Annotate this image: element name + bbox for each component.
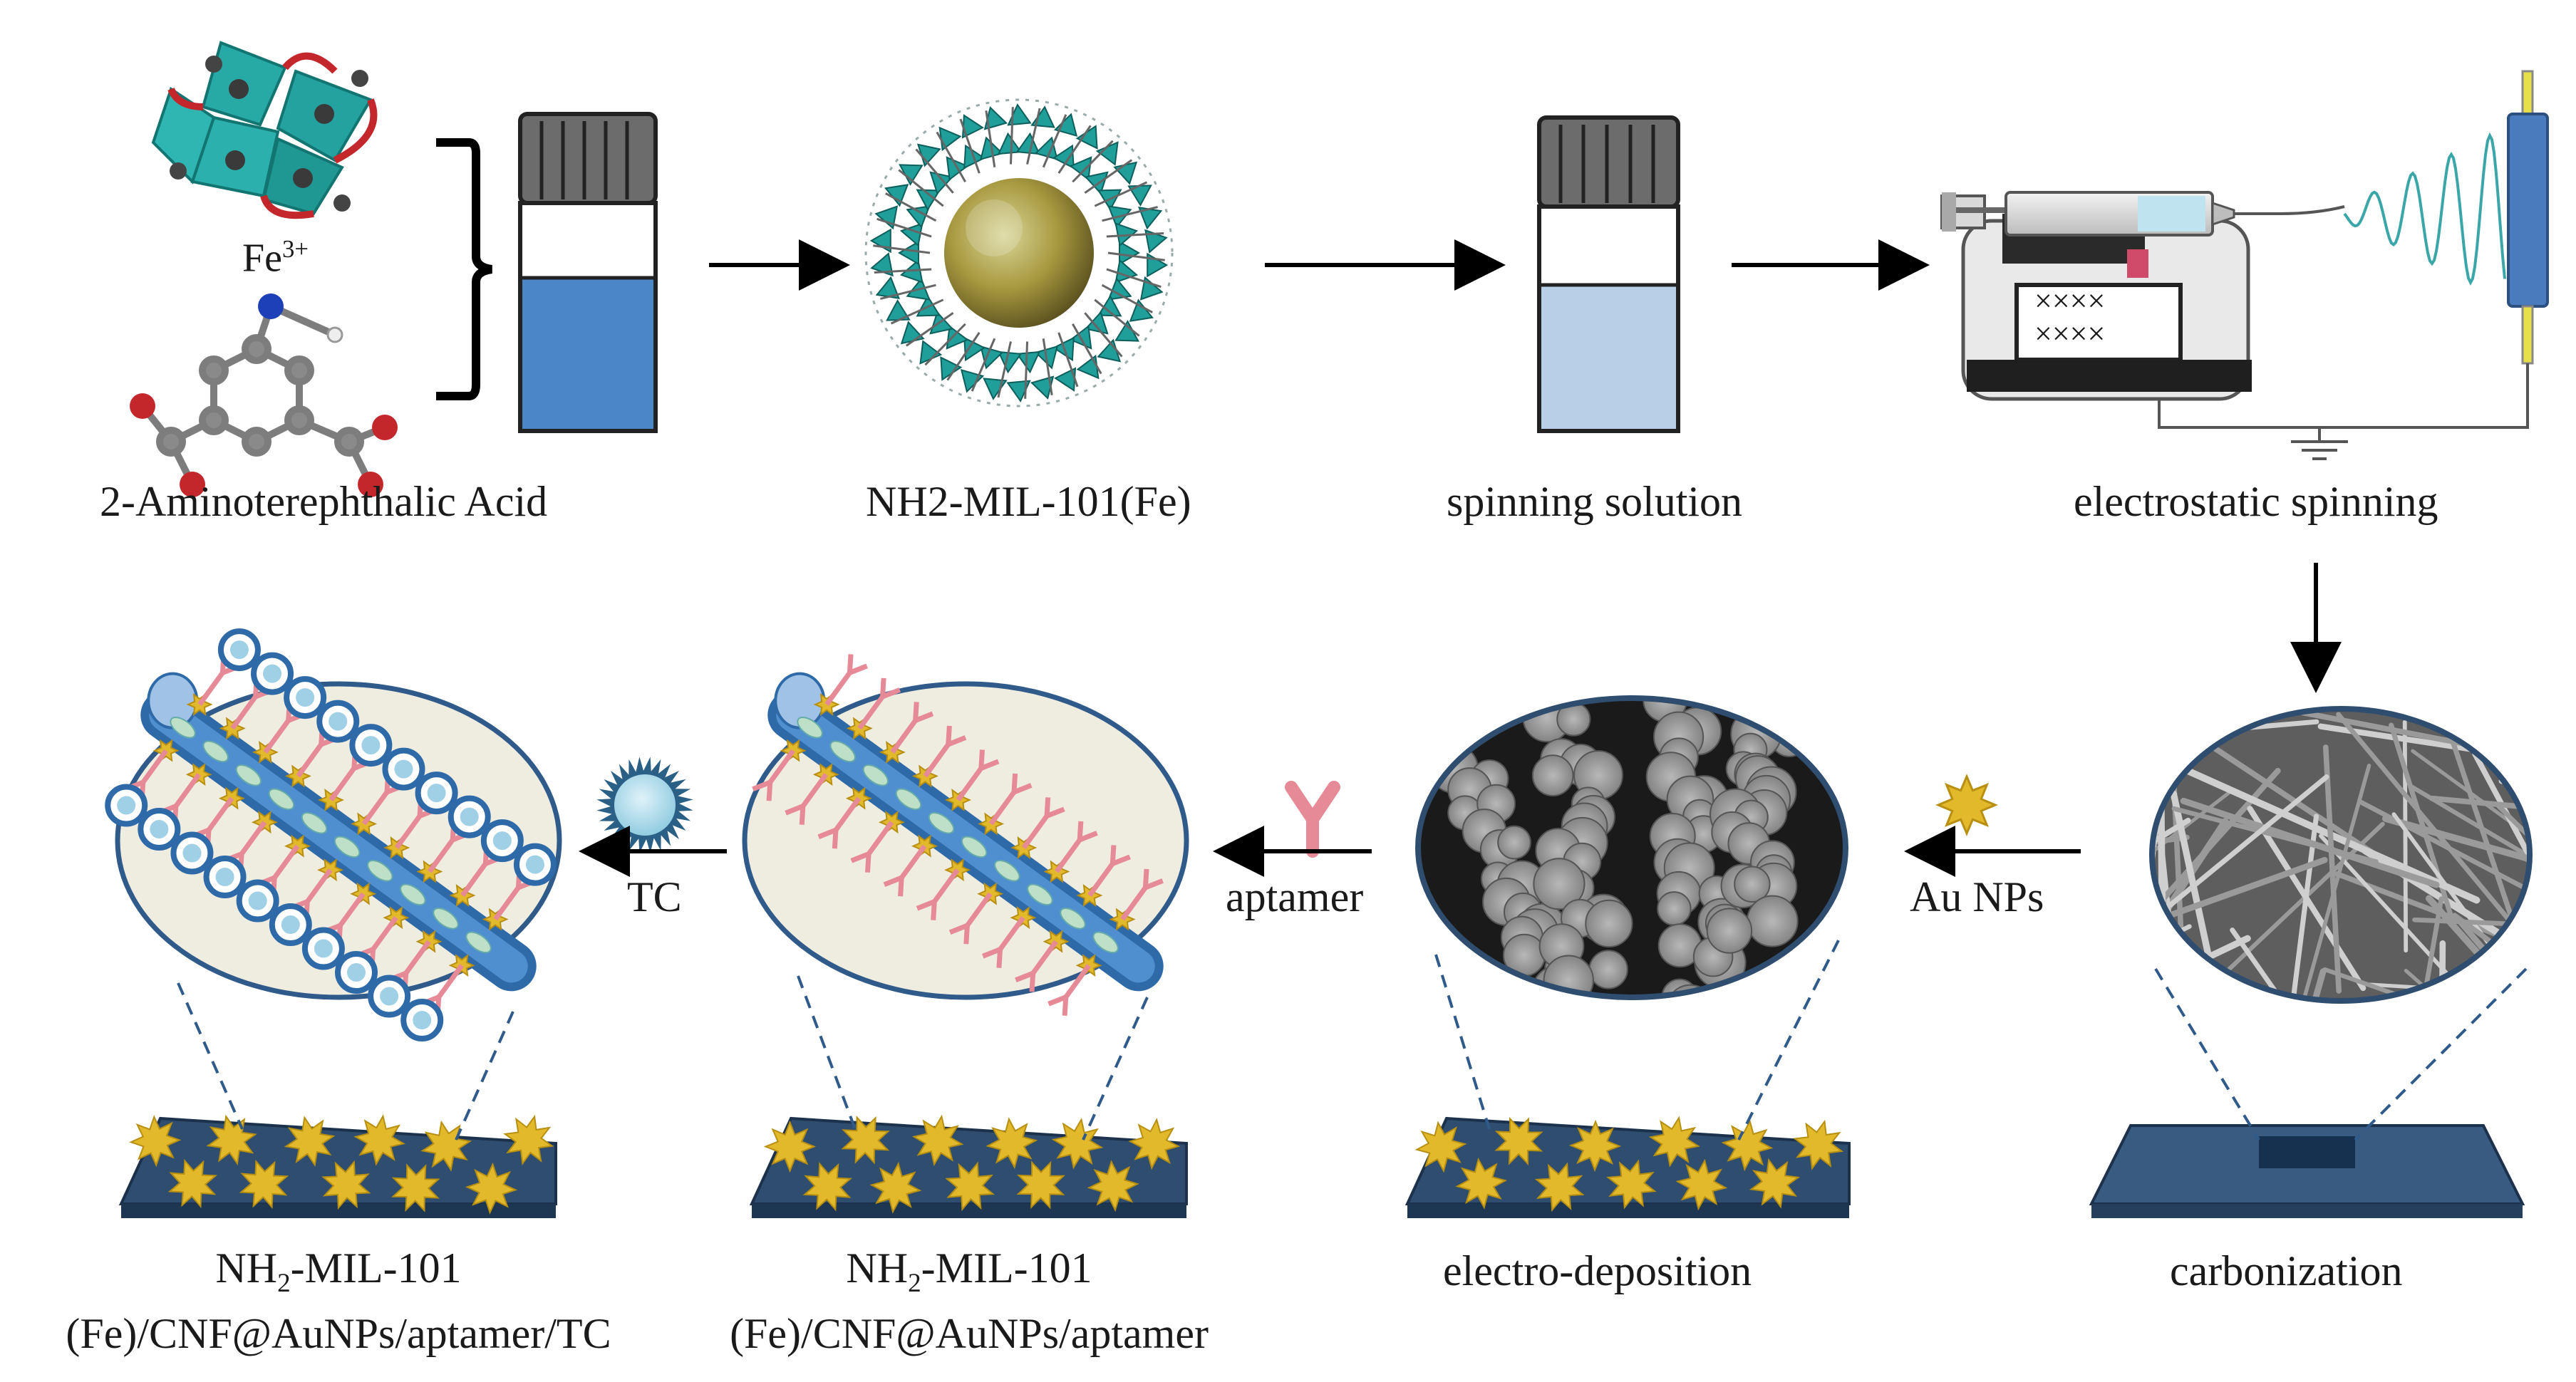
- tc-product-panel: [105, 628, 562, 1218]
- tc-molecule-icon: [596, 757, 693, 853]
- precursor-liquid: [522, 278, 653, 429]
- gold-stars-substrate: [763, 1114, 1181, 1214]
- spinning-solution-label: spinning solution: [1447, 478, 1743, 525]
- functionalized-fiber: [752, 654, 1164, 1016]
- grouping-bracket: [436, 138, 493, 400]
- acid-label: 2-Aminoterephthalic Acid: [100, 478, 548, 525]
- mof-sphere-icon: [864, 98, 1174, 407]
- mof-shell: [869, 103, 1169, 402]
- fe-label: Fe3+: [242, 235, 309, 281]
- pump-display: ××××××××: [2034, 284, 2106, 351]
- aptamer-product-label: NH2-MIL-101 (Fe)/CNF@AuNPs/aptamer: [730, 1245, 1209, 1357]
- electrodeposition-panel: [1405, 695, 1851, 1218]
- mof-label: NH2-MIL-101(Fe): [866, 478, 1191, 525]
- gold-core: [944, 178, 1094, 328]
- precursor-vial-icon: [518, 112, 658, 433]
- aptamer-y-icon: [1285, 781, 1340, 858]
- gold-stars-substrate: [1414, 1116, 1844, 1212]
- carbonization-label: carbonization: [2170, 1247, 2403, 1294]
- jet-wave: [2343, 132, 2506, 286]
- aptamer-label: aptamer: [1226, 873, 1364, 920]
- electrostatic-spinning-label: electrostatic spinning: [2074, 478, 2438, 525]
- functionalized-fiber-with-tc: [105, 628, 557, 1042]
- au-nps-label: Au NPs: [1910, 873, 2044, 920]
- tc-label: TC: [627, 873, 682, 920]
- aptamer-product-panel: [742, 654, 1189, 1218]
- spinning-liquid: [1541, 285, 1676, 429]
- au-np-icon: [1935, 774, 1998, 836]
- gold-stars-substrate: [129, 1114, 554, 1215]
- collector-drum: [2507, 113, 2549, 308]
- electrospinning-apparatus-icon: [1940, 70, 2549, 460]
- aminoterephthalic-molecule-icon: [130, 293, 398, 497]
- tc-product-label: NH2-MIL-101 (Fe)/CNF@AuNPs/aptamer/TC: [66, 1245, 611, 1357]
- fe-cluster-icon: [151, 41, 378, 219]
- electro-deposition-label: electro-deposition: [1443, 1247, 1752, 1294]
- spinning-solution-vial-icon: [1537, 115, 1680, 433]
